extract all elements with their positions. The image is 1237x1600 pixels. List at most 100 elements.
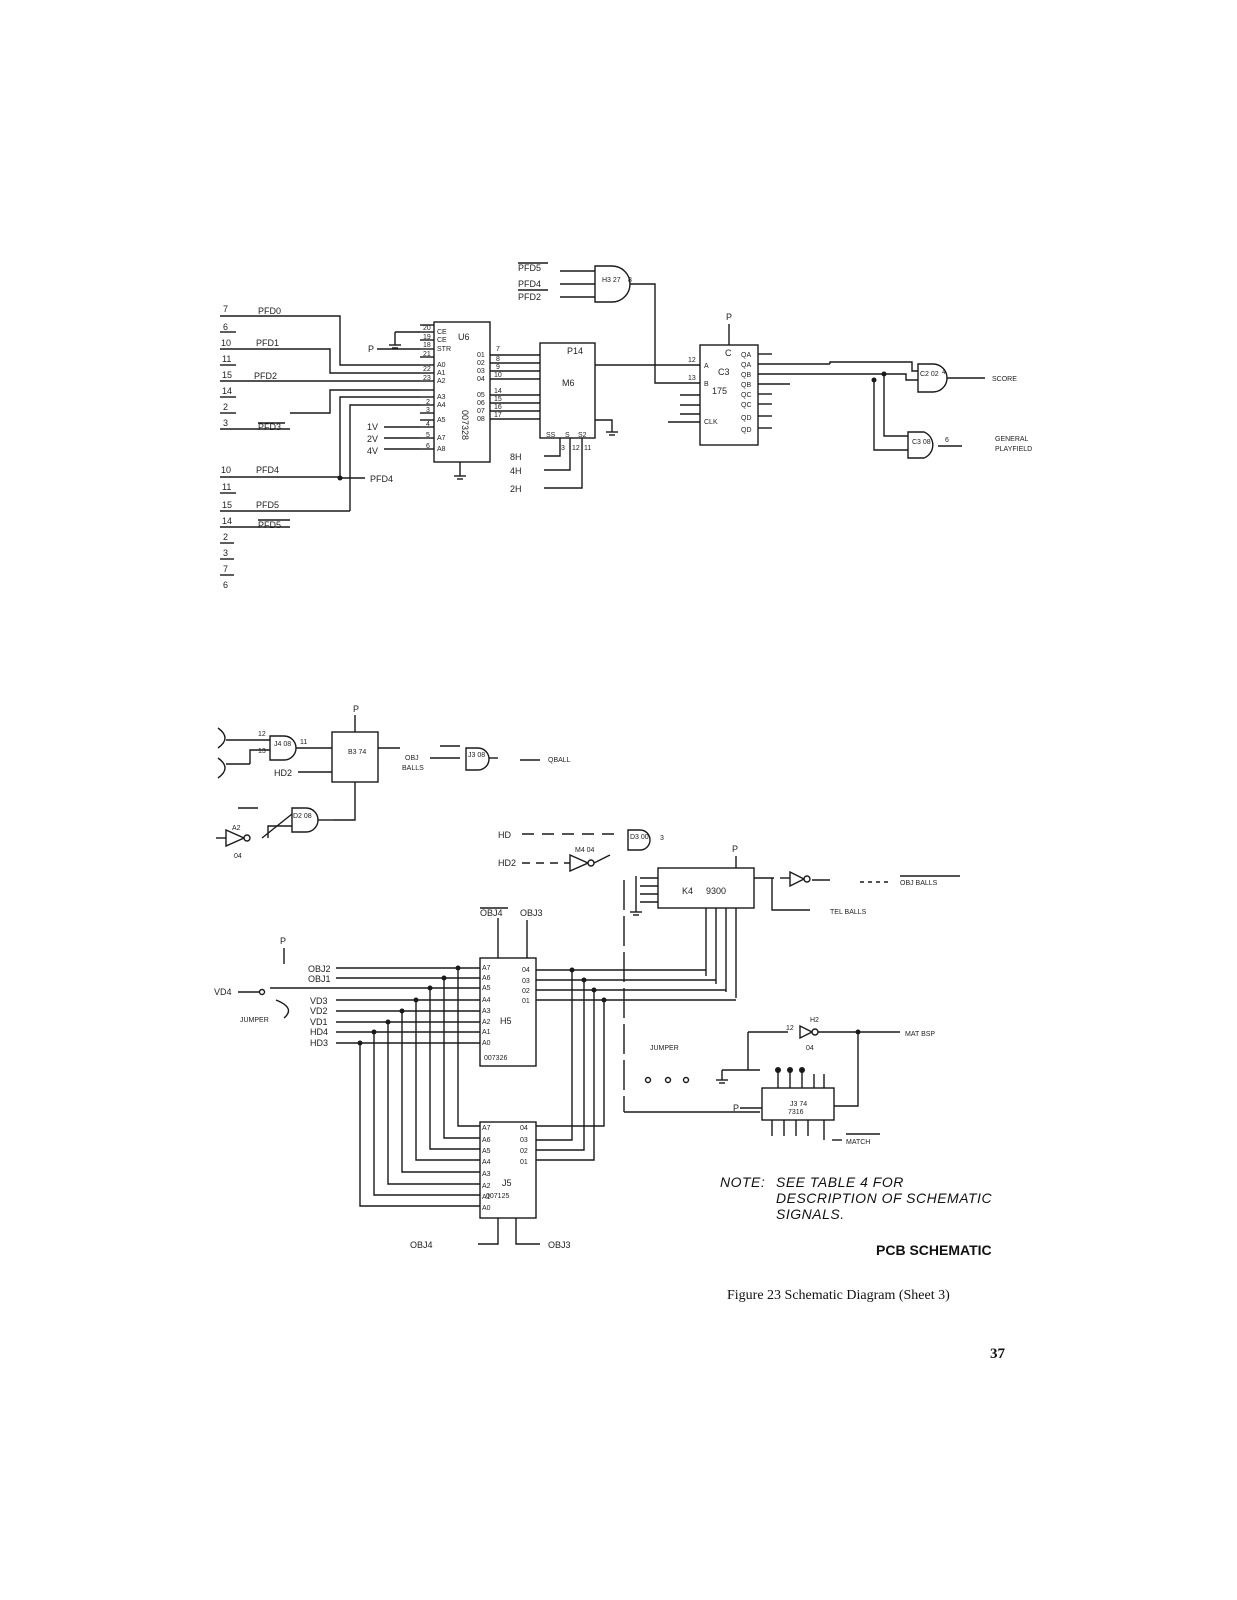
svg-text:JUMPER: JUMPER	[650, 1045, 679, 1052]
svg-text:H5: H5	[500, 1016, 512, 1026]
svg-text:VD1: VD1	[310, 1017, 328, 1027]
figure-caption: Figure 23 Schematic Diagram (Sheet 3)	[727, 1288, 950, 1303]
svg-text:A0: A0	[482, 1205, 491, 1212]
mux-m6: P14 M6 SS S S2 3 12 11 8H 4H 2H	[510, 342, 700, 494]
svg-text:15: 15	[494, 396, 502, 403]
svg-text:PFD5: PFD5	[256, 500, 279, 510]
svg-text:4H: 4H	[510, 466, 522, 476]
svg-text:05: 05	[477, 392, 485, 399]
svg-text:A8: A8	[437, 446, 446, 453]
svg-text:MAT BSP: MAT BSP	[905, 1031, 935, 1038]
rom-j5: J5 007125 A7 A6 A5 A4 A3 A2 A1 A0 04 03 …	[410, 1121, 571, 1250]
svg-text:VD2: VD2	[310, 1006, 328, 1016]
svg-text:03: 03	[520, 1137, 528, 1144]
svg-text:P: P	[280, 936, 286, 946]
svg-text:175: 175	[712, 386, 727, 396]
svg-text:2V: 2V	[367, 434, 378, 444]
svg-text:13: 13	[688, 375, 696, 382]
svg-text:01: 01	[520, 1159, 528, 1166]
svg-text:A3: A3	[437, 394, 446, 401]
svg-text:A3: A3	[482, 1008, 491, 1015]
svg-text:04: 04	[234, 853, 242, 860]
svg-text:4V: 4V	[367, 446, 378, 456]
svg-text:06: 06	[477, 400, 485, 407]
svg-text:A5: A5	[437, 417, 446, 424]
output-gates: C2 02 4 SCORE C3 08 6 GENERAL PLAYFIELD	[829, 361, 1032, 459]
svg-text:A4: A4	[437, 402, 446, 409]
svg-text:4: 4	[426, 421, 430, 428]
general-playfield-line2: PLAYFIELD	[995, 446, 1032, 453]
note-prefix: NOTE:	[720, 1174, 766, 1190]
svg-text:U6: U6	[458, 332, 470, 342]
svg-text:QC: QC	[741, 402, 752, 409]
note-line-2: DESCRIPTION OF SCHEMATIC	[776, 1190, 993, 1206]
svg-text:7316: 7316	[788, 1109, 804, 1116]
svg-text:PFD5: PFD5	[518, 263, 541, 273]
svg-text:04: 04	[520, 1125, 528, 1132]
svg-text:A6: A6	[482, 1137, 491, 1144]
svg-text:A0: A0	[437, 362, 446, 369]
comparator-section: JUMPER 12 H2 04 MAT BSP J3 74 7316	[644, 1017, 935, 1146]
d2-gate-and-inverter: D2 08 A2 04	[216, 807, 334, 860]
svg-text:14: 14	[222, 386, 232, 396]
svg-text:10: 10	[221, 338, 231, 348]
svg-text:QC: QC	[741, 392, 752, 399]
register-k4-9300: K4 9300 P OBJ BALLS TEL BALLS	[623, 844, 960, 1113]
svg-text:6: 6	[223, 580, 228, 590]
svg-text:P: P	[732, 844, 738, 854]
svg-text:3: 3	[561, 445, 565, 452]
svg-text:J4 08: J4 08	[274, 741, 291, 748]
obj-balls-line1: OBJ	[405, 755, 419, 762]
svg-text:12: 12	[572, 445, 580, 452]
svg-text:11: 11	[222, 482, 231, 492]
svg-text:22: 22	[423, 366, 431, 373]
svg-text:HD3: HD3	[310, 1038, 328, 1048]
svg-text:16: 16	[494, 404, 502, 411]
svg-text:02: 02	[522, 988, 530, 995]
svg-text:JUMPER: JUMPER	[240, 1017, 269, 1024]
svg-text:03: 03	[477, 368, 485, 375]
svg-text:PFD4: PFD4	[518, 279, 541, 289]
svg-text:PFD2: PFD2	[518, 292, 541, 302]
h2-pin-12: 12	[786, 1025, 794, 1032]
svg-text:HD2: HD2	[498, 858, 516, 868]
note-line-1: SEE TABLE 4 FOR	[776, 1174, 904, 1190]
svg-text:C: C	[725, 348, 732, 358]
svg-text:03: 03	[522, 978, 530, 985]
svg-text:PFD3: PFD3	[258, 422, 281, 432]
svg-text:C3: C3	[718, 367, 730, 377]
left-inputs: P OBJ2 OBJ1 VD4 VD3 VD2 VD1 HD4 HD3 JUMP…	[214, 936, 480, 1048]
svg-text:P: P	[726, 312, 732, 322]
svg-text:A4: A4	[482, 1159, 491, 1166]
svg-text:10: 10	[221, 465, 231, 475]
svg-text:P: P	[368, 344, 374, 354]
svg-text:H2: H2	[810, 1017, 819, 1024]
svg-text:2H: 2H	[510, 484, 522, 494]
svg-text:C3 08: C3 08	[912, 439, 931, 446]
svg-text:007326: 007326	[484, 1055, 507, 1062]
svg-text:OBJ BALLS: OBJ BALLS	[900, 880, 938, 887]
svg-text:M6: M6	[562, 378, 575, 388]
page-number: 37	[990, 1346, 1005, 1362]
svg-text:OBJ1: OBJ1	[308, 974, 331, 984]
svg-text:B: B	[704, 381, 709, 388]
svg-text:17: 17	[494, 412, 502, 419]
rom-u6: U6 007328 P 1V 2V 4V	[367, 321, 491, 480]
svg-text:6: 6	[426, 443, 430, 450]
svg-text:M4 04: M4 04	[575, 847, 595, 854]
svg-text:6: 6	[223, 322, 228, 332]
svg-text:OBJ4: OBJ4	[480, 908, 503, 918]
svg-text:QB: QB	[741, 382, 751, 389]
svg-text:D2 08: D2 08	[293, 813, 312, 820]
svg-text:A7: A7	[482, 1125, 491, 1132]
svg-text:1V: 1V	[367, 422, 378, 432]
svg-text:A: A	[704, 363, 709, 370]
svg-text:STR: STR	[437, 346, 451, 353]
svg-text:H3 27: H3 27	[602, 277, 621, 284]
svg-text:J3 74: J3 74	[790, 1101, 807, 1108]
svg-text:HD4: HD4	[310, 1027, 328, 1037]
svg-text:A3: A3	[482, 1171, 491, 1178]
pfd-bus-wires: PFD4	[290, 315, 420, 511]
shift-register-c3: C P C3 175 A B 12 13 CLK QA QA QB QB QC …	[668, 312, 880, 446]
